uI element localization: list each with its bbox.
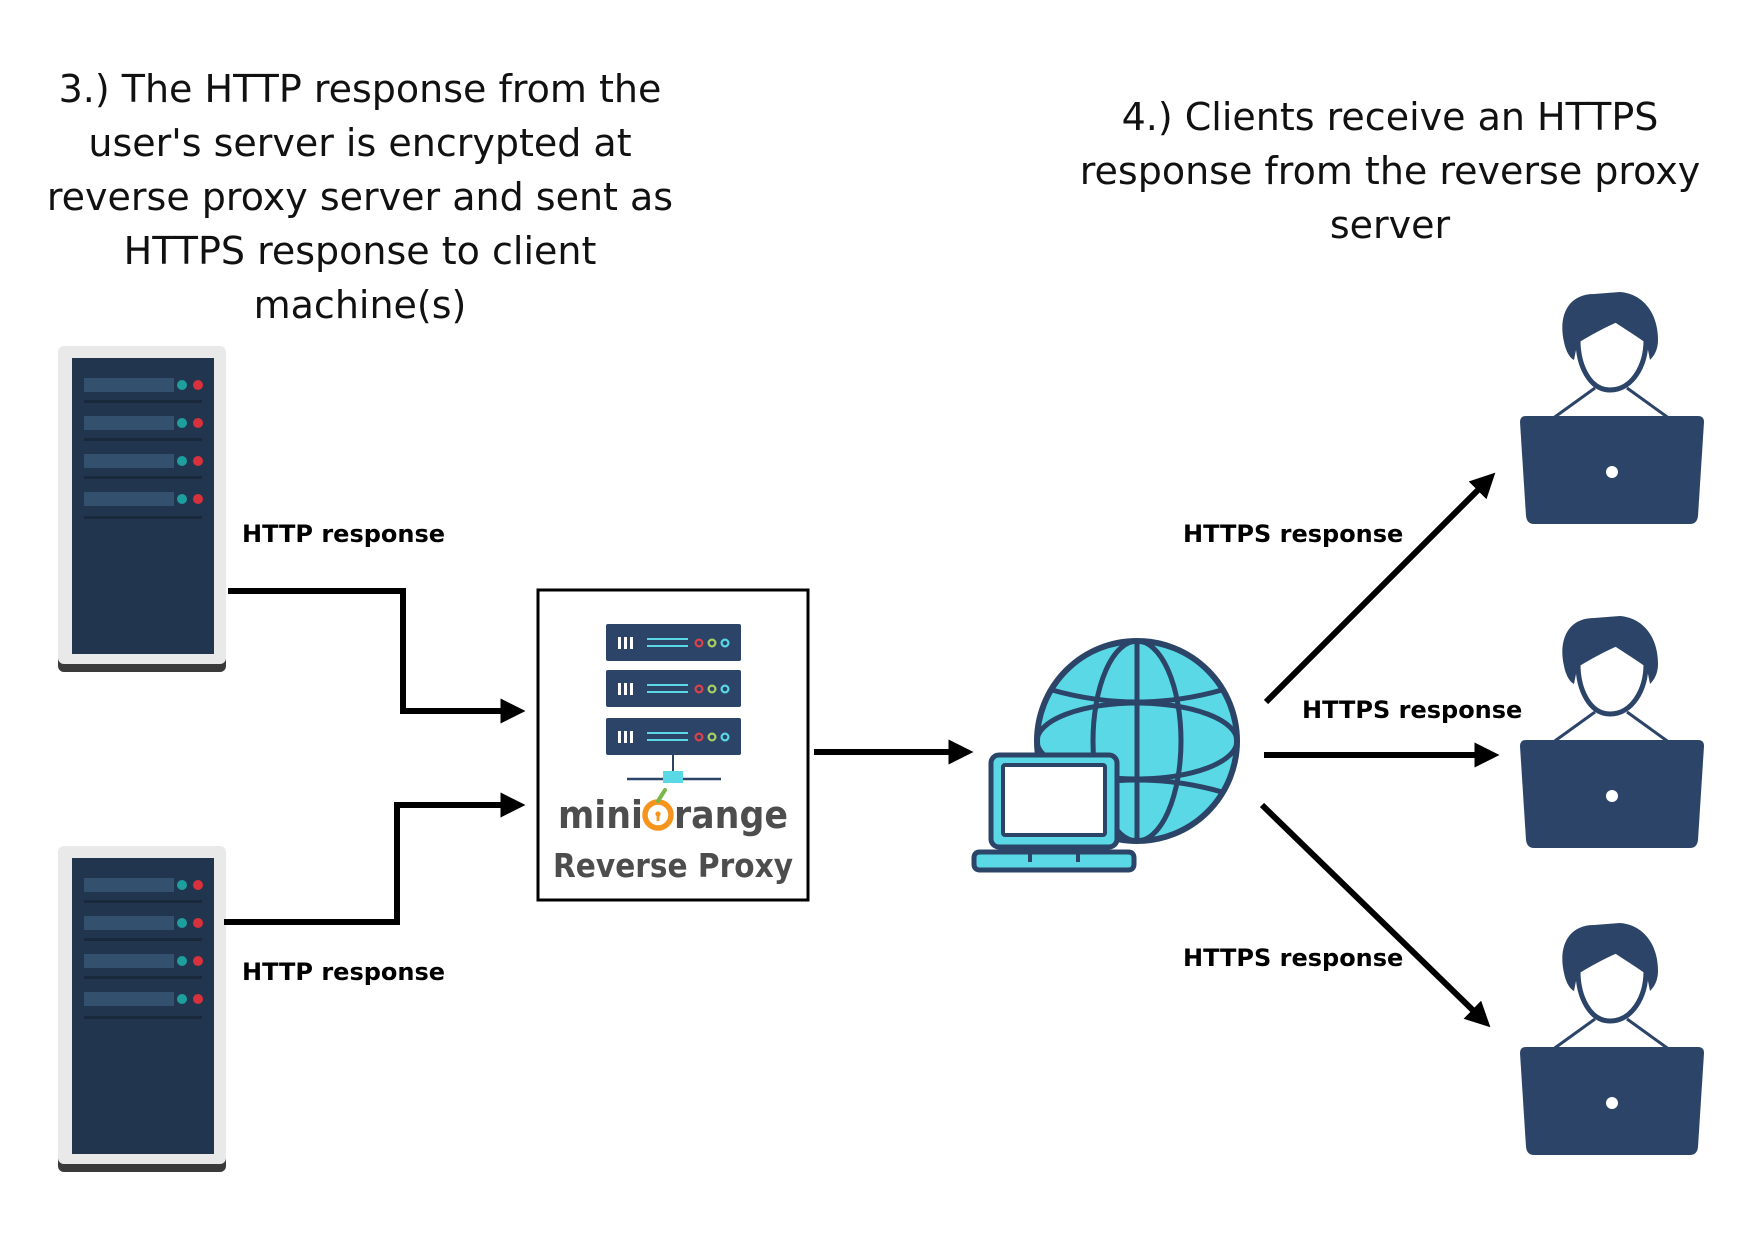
server2-edge-label: HTTP response (242, 958, 446, 986)
client-user-bottom (1520, 923, 1704, 1155)
client-user-mid (1520, 616, 1704, 848)
svg-text:mini: mini (558, 793, 643, 837)
client-bottom-edge-label: HTTPS response (1183, 944, 1404, 972)
step4-caption: 4.) Clients receive an HTTPS response fr… (1079, 95, 1701, 247)
server1-edge-label: HTTP response (242, 520, 446, 548)
origin-server-2 (58, 846, 226, 1172)
laptop-icon (971, 752, 1137, 873)
internet-to-client-bottom-arrow (1259, 802, 1491, 1028)
reverse-proxy-title: Reverse Proxy (553, 846, 793, 885)
client-top-edge-label: HTTPS response (1183, 520, 1404, 548)
minirange-brand-logo: mini range Reverse Proxy (553, 788, 793, 885)
internet-to-client-top-arrow (1263, 472, 1496, 705)
step3-caption: 3.) The HTTP response from the user's se… (46, 67, 674, 327)
server2-to-proxy-arrow (224, 792, 526, 925)
reverse-proxy-node: mini range Reverse Proxy (536, 588, 810, 902)
orange-lock-icon (642, 788, 674, 831)
client-user-top (1520, 292, 1704, 524)
origin-server-1 (58, 346, 226, 672)
server1-to-proxy-arrow (228, 588, 526, 724)
client-mid-edge-label: HTTPS response (1302, 696, 1523, 724)
proxy-server-rack-icon (606, 624, 741, 783)
svg-text:range: range (674, 793, 788, 837)
